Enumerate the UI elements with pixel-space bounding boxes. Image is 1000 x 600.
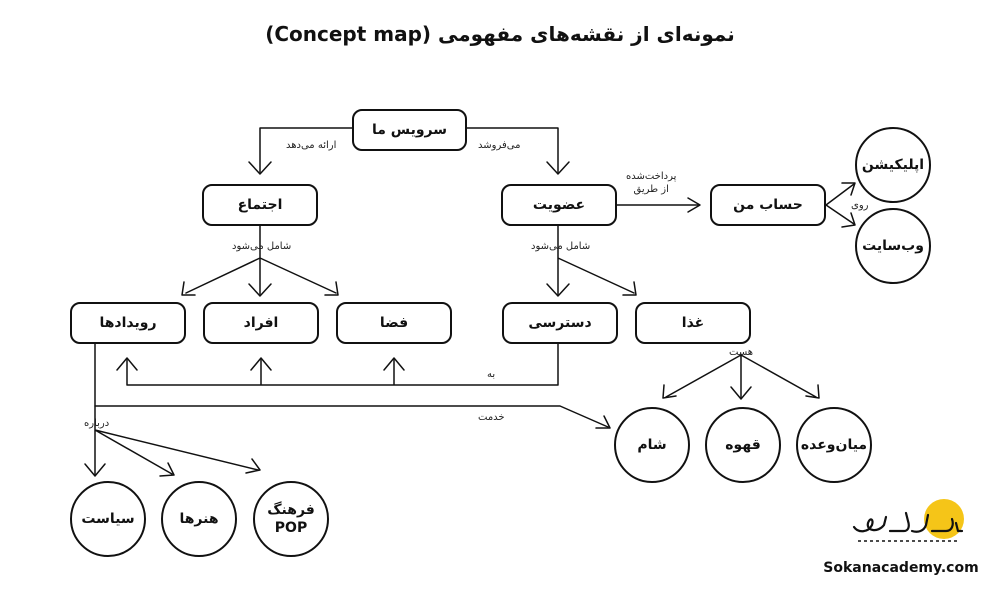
edge-membership-children — [557, 225, 635, 295]
circle-website: وب‌سایت — [855, 208, 931, 284]
edge-access-to — [126, 342, 559, 386]
label-on: روی — [851, 200, 869, 211]
edge-gathering-children — [185, 225, 337, 295]
circle-dinner: شام — [614, 407, 690, 483]
node-my-account: حساب من — [710, 184, 826, 226]
circle-app: اپلیکیشن — [855, 127, 931, 203]
circle-coffee: قهوه — [705, 407, 781, 483]
edge-food-meals — [665, 354, 817, 398]
label-to: به — [487, 369, 496, 380]
edge-events-dinner — [94, 342, 609, 428]
diagram-title: نمونه‌ای از نقشه‌های مفهومی (Concept map… — [265, 22, 735, 46]
circle-arts: هنرها — [161, 481, 237, 557]
label-includes-left: شامل می‌شود — [232, 241, 292, 252]
edge-account-app — [825, 183, 855, 206]
label-service: خدمت — [478, 412, 505, 423]
node-people: افراد — [203, 302, 319, 344]
label-includes-right: شامل می‌شود — [531, 241, 591, 252]
edge-service-gathering — [259, 127, 353, 173]
sokan-academy-logo-icon — [852, 499, 964, 542]
circle-politics: سیاست — [70, 481, 146, 557]
label-is: هست — [729, 347, 754, 358]
circle-pop-culture: فرهنگ POP — [253, 481, 329, 557]
edge-service-membership — [466, 127, 559, 173]
node-our-service: سرویس ما — [352, 109, 467, 151]
label-paid-via: پرداخت‌شده از طریق — [626, 171, 677, 195]
label-provides: ارائه می‌دهد — [286, 140, 337, 151]
node-space: فضا — [336, 302, 452, 344]
node-membership: عضویت — [501, 184, 617, 226]
node-gathering: اجتماع — [202, 184, 318, 226]
circle-snack: میان‌وعده — [796, 407, 872, 483]
brand-website: Sokanacademy.com — [823, 560, 979, 576]
label-sells: می‌فروشد — [478, 140, 521, 151]
node-food: غذا — [635, 302, 751, 344]
node-access: دسترسی — [502, 302, 618, 344]
edge-events-topics — [94, 405, 259, 475]
edge-account-website — [825, 204, 855, 225]
label-about: درباره — [84, 418, 110, 429]
node-events: رویدادها — [70, 302, 186, 344]
